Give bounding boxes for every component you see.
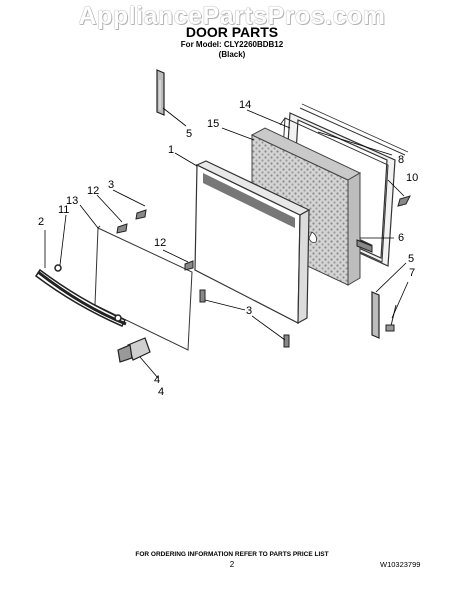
part-1-door-panel: [194, 160, 311, 325]
callout-12-left: 12: [87, 185, 99, 197]
callout-7: 7: [409, 267, 415, 279]
part-7-screw: [385, 304, 397, 332]
callout-12-right: 12: [154, 237, 166, 249]
color-label: (Black): [218, 50, 246, 59]
part-5-hinge-right: [371, 291, 380, 339]
part-3-screw-bottom-right: [283, 334, 290, 348]
callout-15: 15: [207, 118, 219, 130]
page-title: DOOR PARTS: [185, 24, 279, 40]
model-label: For Model: CLY2260BDB12: [180, 40, 284, 49]
callout-8: 8: [398, 154, 404, 166]
leader-lines: [44, 107, 409, 379]
part-12-screw-left: [116, 223, 128, 234]
watermark-logo: AppliancePartsPros.com: [78, 2, 386, 30]
ordering-note: FOR ORDERING INFORMATION REFER TO PARTS …: [135, 551, 329, 558]
callout-6: 6: [398, 232, 404, 244]
page-number: 2: [229, 560, 235, 569]
document-number: W10323799: [380, 560, 421, 569]
callout-2: 2: [38, 216, 44, 228]
part-6-bracket: [356, 239, 373, 253]
callout-11: 11: [58, 204, 69, 216]
callout-9: 14: [239, 99, 251, 111]
callouts: 5 1 14 15 8 10 6 5 7 3 12 12 2 11 13 3 4…: [38, 99, 418, 398]
part-3-screw-bottom-left: [199, 289, 206, 303]
callout-5-right: 5: [408, 253, 414, 265]
part-10-screw: [397, 195, 411, 207]
callout-3-left: 3: [108, 179, 114, 191]
callout-10: 10: [406, 172, 418, 184]
callout-4: 4: [158, 386, 164, 398]
callout-3-bottom: 3: [246, 305, 252, 317]
callout-1: 1: [168, 144, 174, 156]
callout-14: 4: [154, 374, 160, 386]
callout-5-top: 5: [186, 128, 192, 140]
part-13-glass: [94, 225, 193, 351]
part-14-bracket: [117, 337, 151, 363]
callout-13: 13: [66, 195, 78, 207]
part-5-hinge-top: [156, 69, 165, 116]
part-3-screw-left: [135, 209, 147, 220]
part-2-handle: [34, 264, 127, 327]
part-12-screw-right: [184, 260, 194, 271]
